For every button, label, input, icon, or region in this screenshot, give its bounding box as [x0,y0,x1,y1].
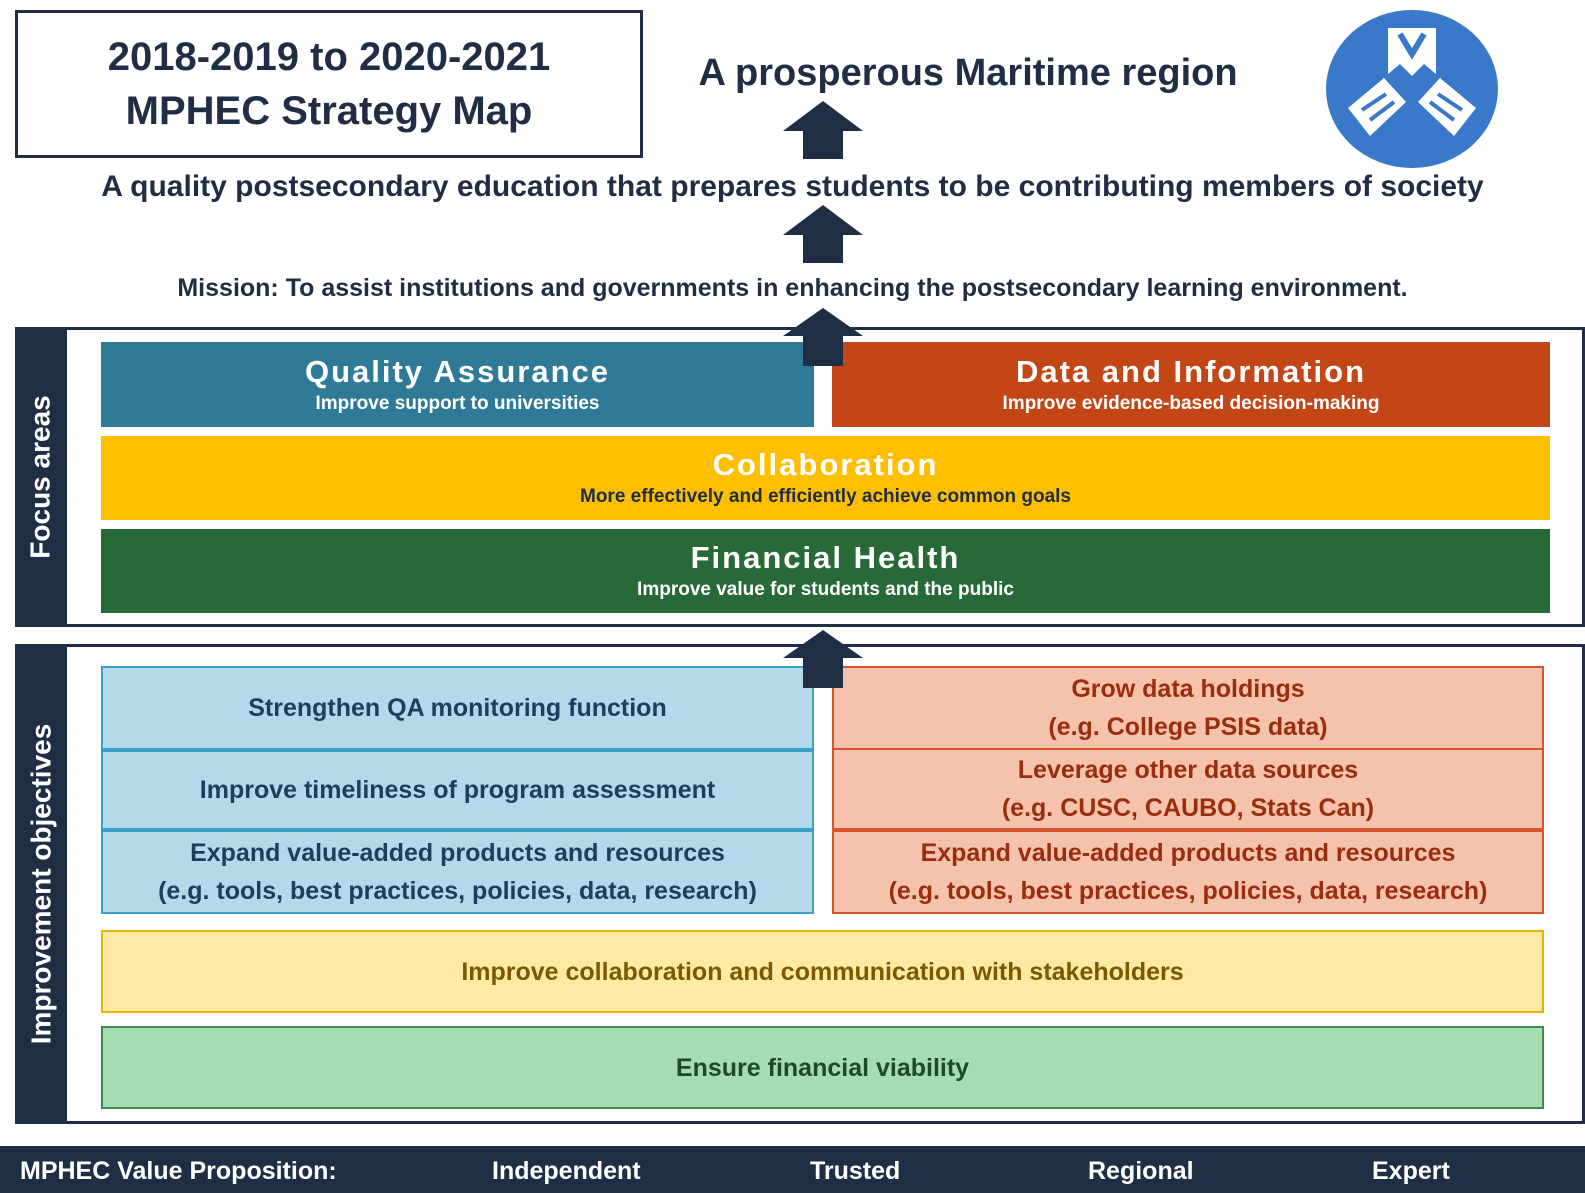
focus-subtitle: Improve value for students and the publi… [637,579,1014,600]
focus-financial-health: Financial Health Improve value for stude… [101,529,1550,613]
qa-objective: Strengthen QA monitoring function [101,666,814,750]
objective-text: Grow data holdings [1071,675,1305,703]
focus-title: Quality Assurance [304,353,611,389]
focus-quality-assurance: Quality Assurance Improve support to uni… [101,342,814,427]
up-arrow-icon [783,308,863,366]
up-arrow-icon [783,205,863,263]
objective-text: Leverage other data sources [1017,756,1359,784]
mission-statement: Mission: To assist institutions and gove… [177,274,1408,302]
objective-example: (e.g. College PSIS data) [1048,713,1328,741]
improvement-objectives-panel [15,644,1585,1124]
objective-text: Improve collaboration and communication … [461,957,1184,986]
mphec-logo-icon [1326,10,1498,168]
objective-text: Strengthen QA monitoring function [248,694,667,722]
objective-example: (e.g. tools, best practices, policies, d… [158,877,757,905]
title-years: 2018-2019 to 2020-2021 [107,35,551,79]
value-proposition-bar: MPHEC Value Proposition: Independent Tru… [0,1146,1585,1193]
focus-collaboration: Collaboration More effectively and effic… [101,436,1550,520]
data-objective: Expand value-added products and resource… [832,830,1544,914]
objective-text: Expand value-added products and resource… [190,839,725,867]
focus-subtitle: Improve evidence-based decision-making [1002,392,1380,414]
qa-objective: Improve timeliness of program assessment [101,750,814,830]
focus-subtitle: Improve support to universities [315,392,600,414]
data-objective: Grow data holdings (e.g. College PSIS da… [832,666,1544,750]
up-arrow-icon [783,630,863,688]
objective-text: Improve timeliness of program assessment [199,776,716,804]
vision-statement: A prosperous Maritime region [698,52,1238,94]
value-independent: Independent [492,1157,641,1185]
value-proposition-label: MPHEC Value Proposition: [20,1157,337,1185]
up-arrow-icon [783,101,863,159]
objective-example: (e.g. CUSC, CAUBO, Stats Can) [1001,794,1375,822]
value-regional: Regional [1088,1157,1194,1185]
focus-data-information: Data and Information Improve evidence-ba… [832,342,1550,427]
focus-title: Financial Health [690,540,961,575]
outcome-statement: A quality postsecondary education that p… [101,170,1484,203]
data-objective: Leverage other data sources (e.g. CUSC, … [832,748,1544,830]
qa-objective: Expand value-added products and resource… [101,830,814,914]
title-box: 2018-2019 to 2020-2021 MPHEC Strategy Ma… [15,10,643,158]
value-trusted: Trusted [810,1157,901,1185]
collaboration-objective: Improve collaboration and communication … [101,930,1544,1013]
focus-areas-label: Focus areas [15,327,67,627]
improvement-objectives-label: Improvement objectives [15,644,67,1124]
focus-title: Data and Information [1015,353,1366,389]
objective-text: Ensure financial viability [675,1053,970,1082]
title-name: MPHEC Strategy Map [125,89,533,133]
objective-text: Expand value-added products and resource… [920,839,1456,867]
focus-title: Collaboration [712,447,939,482]
focus-subtitle: More effectively and efficiently achieve… [580,486,1071,507]
financial-objective: Ensure financial viability [101,1026,1544,1109]
objective-example: (e.g. tools, best practices, policies, d… [888,877,1488,905]
value-expert: Expert [1372,1157,1450,1185]
